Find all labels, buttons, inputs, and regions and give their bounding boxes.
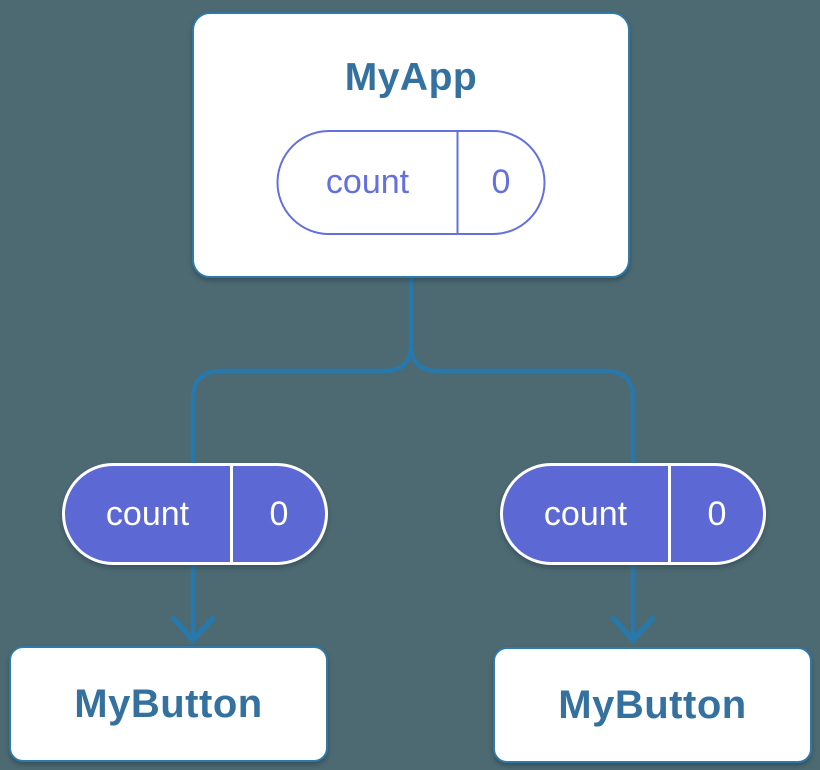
arrowhead-left-icon [169, 615, 217, 645]
root-component-title: MyApp [344, 56, 478, 99]
child-component-title: MyButton [74, 681, 263, 726]
child-state-pill-left: count 0 [62, 463, 328, 565]
state-value-label: 0 [269, 494, 289, 533]
state-name-label: count [65, 466, 233, 562]
child-component-title: MyButton [558, 682, 747, 727]
branch-right [408, 344, 636, 463]
child-component-card-right: MyButton [493, 647, 812, 763]
state-value-label: 0 [707, 494, 727, 533]
child-component-card-left: MyButton [9, 646, 328, 762]
state-value-label: 0 [491, 163, 511, 201]
branch-group [190, 277, 636, 637]
state-name-label: count [279, 132, 459, 233]
arrowhead-right-icon [609, 615, 657, 645]
root-component-card: MyApp count 0 [192, 12, 630, 278]
branch-left [190, 344, 414, 463]
root-state-pill: count 0 [276, 130, 546, 235]
child-state-pill-right: count 0 [500, 463, 766, 565]
arrowhead-group [169, 615, 657, 645]
state-name-label: count [503, 466, 671, 562]
